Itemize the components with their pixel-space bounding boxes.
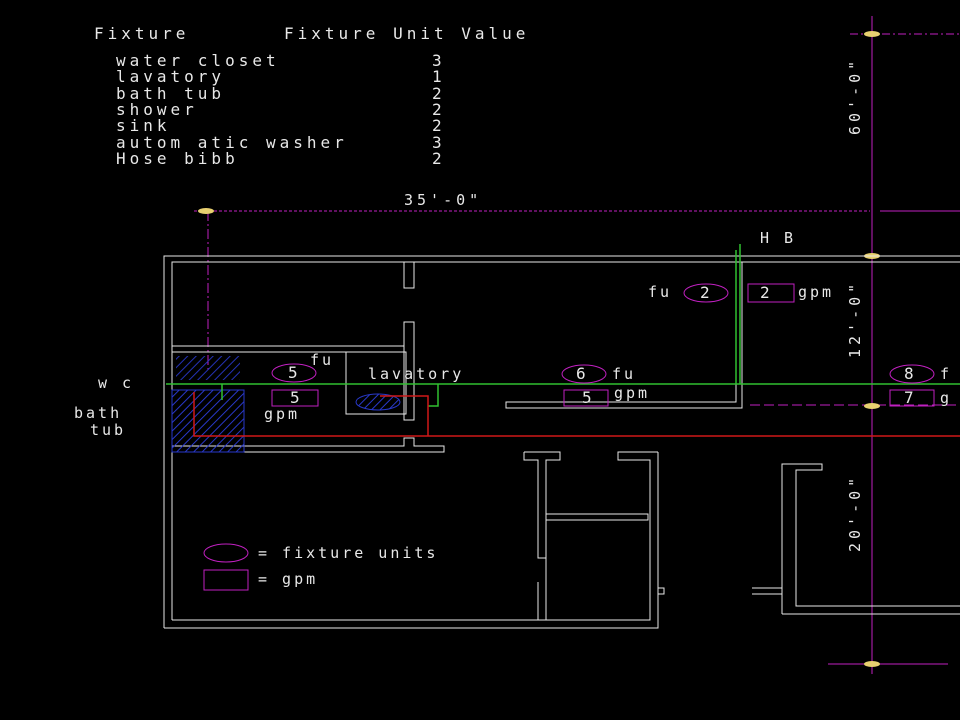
table-row-fixture: Hose bibb [116,149,239,168]
lavatory-symbol [355,393,401,411]
closet-wall-left [523,452,546,559]
bottom-wall-inner [172,451,658,621]
dimension-marker [864,403,880,409]
gpm-box-wc [271,389,319,407]
fu-label-right: f u [940,365,960,383]
bathtub-hatch [171,389,245,453]
table-row-fixture: bath tub [116,84,225,103]
hb-gpm-value: 2 [760,283,774,302]
fixture-unit-table: Fixture Fixture Unit Value water closet … [94,24,529,168]
cold-water-branch-lav [428,384,439,407]
wc-fu-value: 5 [288,363,302,382]
legend-fu-text: = fixture units [258,544,438,562]
lav-fu-value: 6 [576,364,590,383]
table-row-value: 2 [432,100,446,119]
dimension-marker [198,208,214,214]
legend-fu-ellipse [203,543,249,563]
outer-wall-inner [171,261,960,620]
width-dimension-label: 35'-0" [404,191,482,209]
right-fu-value: 8 [904,364,918,383]
fu-ellipse-right [889,364,935,384]
hb-fu-value: 2 [700,283,714,302]
partition-stub-top [403,262,415,289]
right-gpm-value: 7 [904,388,918,407]
dimension-lines [194,16,960,674]
table-row-fixture: shower [116,100,198,119]
table-row-fixture: lavatory [116,67,225,86]
table-row-value: 3 [432,51,446,70]
gpm-label-right: g [940,389,952,407]
kitchen-counter [505,261,743,409]
right-room-wall [781,463,960,614]
gpm-label-lav: gpm [614,384,650,402]
fu-label-hb: fu [648,283,672,301]
lavatory-label: lavatory [368,365,464,383]
wc-gpm-value: 5 [290,388,304,407]
hot-water-branch-lav [380,395,429,436]
dimension-markers [198,31,880,667]
water-closet-hatch [176,356,240,380]
hot-water-main [193,392,960,437]
fu-label-lav: fu [612,365,636,383]
table-row-fixture: water closet [116,51,280,70]
table-header-fixture: Fixture [94,24,189,43]
gpm-label-wc: gpm [264,405,300,423]
water-closet-label: w c [98,374,134,392]
table-row-value: 2 [432,84,446,103]
fu-ellipse-wc [271,363,317,383]
annotation-shapes [203,283,935,591]
gpm-box-right [889,389,935,407]
closet-wall-lower [537,582,546,621]
table-row-fixture: sink [116,116,171,135]
table-row-value: 3 [432,133,446,152]
outer-wall-outer [163,255,960,628]
top-dimension-label: 60'-0" [846,57,864,135]
gpm-label-hb: gpm [798,283,834,301]
wall-stub [658,587,665,595]
table-header-value: Fixture Unit Value [284,24,529,43]
right-room-stub [752,587,782,595]
legend-gpm-box [203,569,249,591]
dimension-marker [864,661,880,667]
bottom-wall-outer [164,452,659,629]
closet-walls [524,451,649,620]
table-row-value: 2 [432,116,446,135]
bathroom-wall [172,351,407,415]
gpm-box-lav [563,389,609,407]
gpm-box-hb [747,283,795,303]
bottom-dimension-label: 20'-0" [846,474,864,552]
tub-label: tub [90,421,126,439]
mid-dimension-label: 12'-0" [846,280,864,358]
corridor-wall [172,437,445,453]
supply-pipes [166,244,960,437]
fu-ellipse-lav [561,364,607,384]
table-row-value: 2 [432,149,446,168]
partition-stub-mid [403,321,415,421]
fu-ellipse-hb [683,283,729,303]
table-row-fixture: autom atic washer [116,133,348,152]
hose-bibb-label: H B [760,229,796,247]
lav-gpm-value: 5 [582,388,596,407]
table-row-value: 1 [432,67,446,86]
fu-label-wc: fu [310,351,334,369]
building-walls [163,255,960,629]
bath-label: bath [74,404,122,422]
dimension-marker [864,31,880,37]
legend-gpm-text: = gpm [258,570,318,588]
